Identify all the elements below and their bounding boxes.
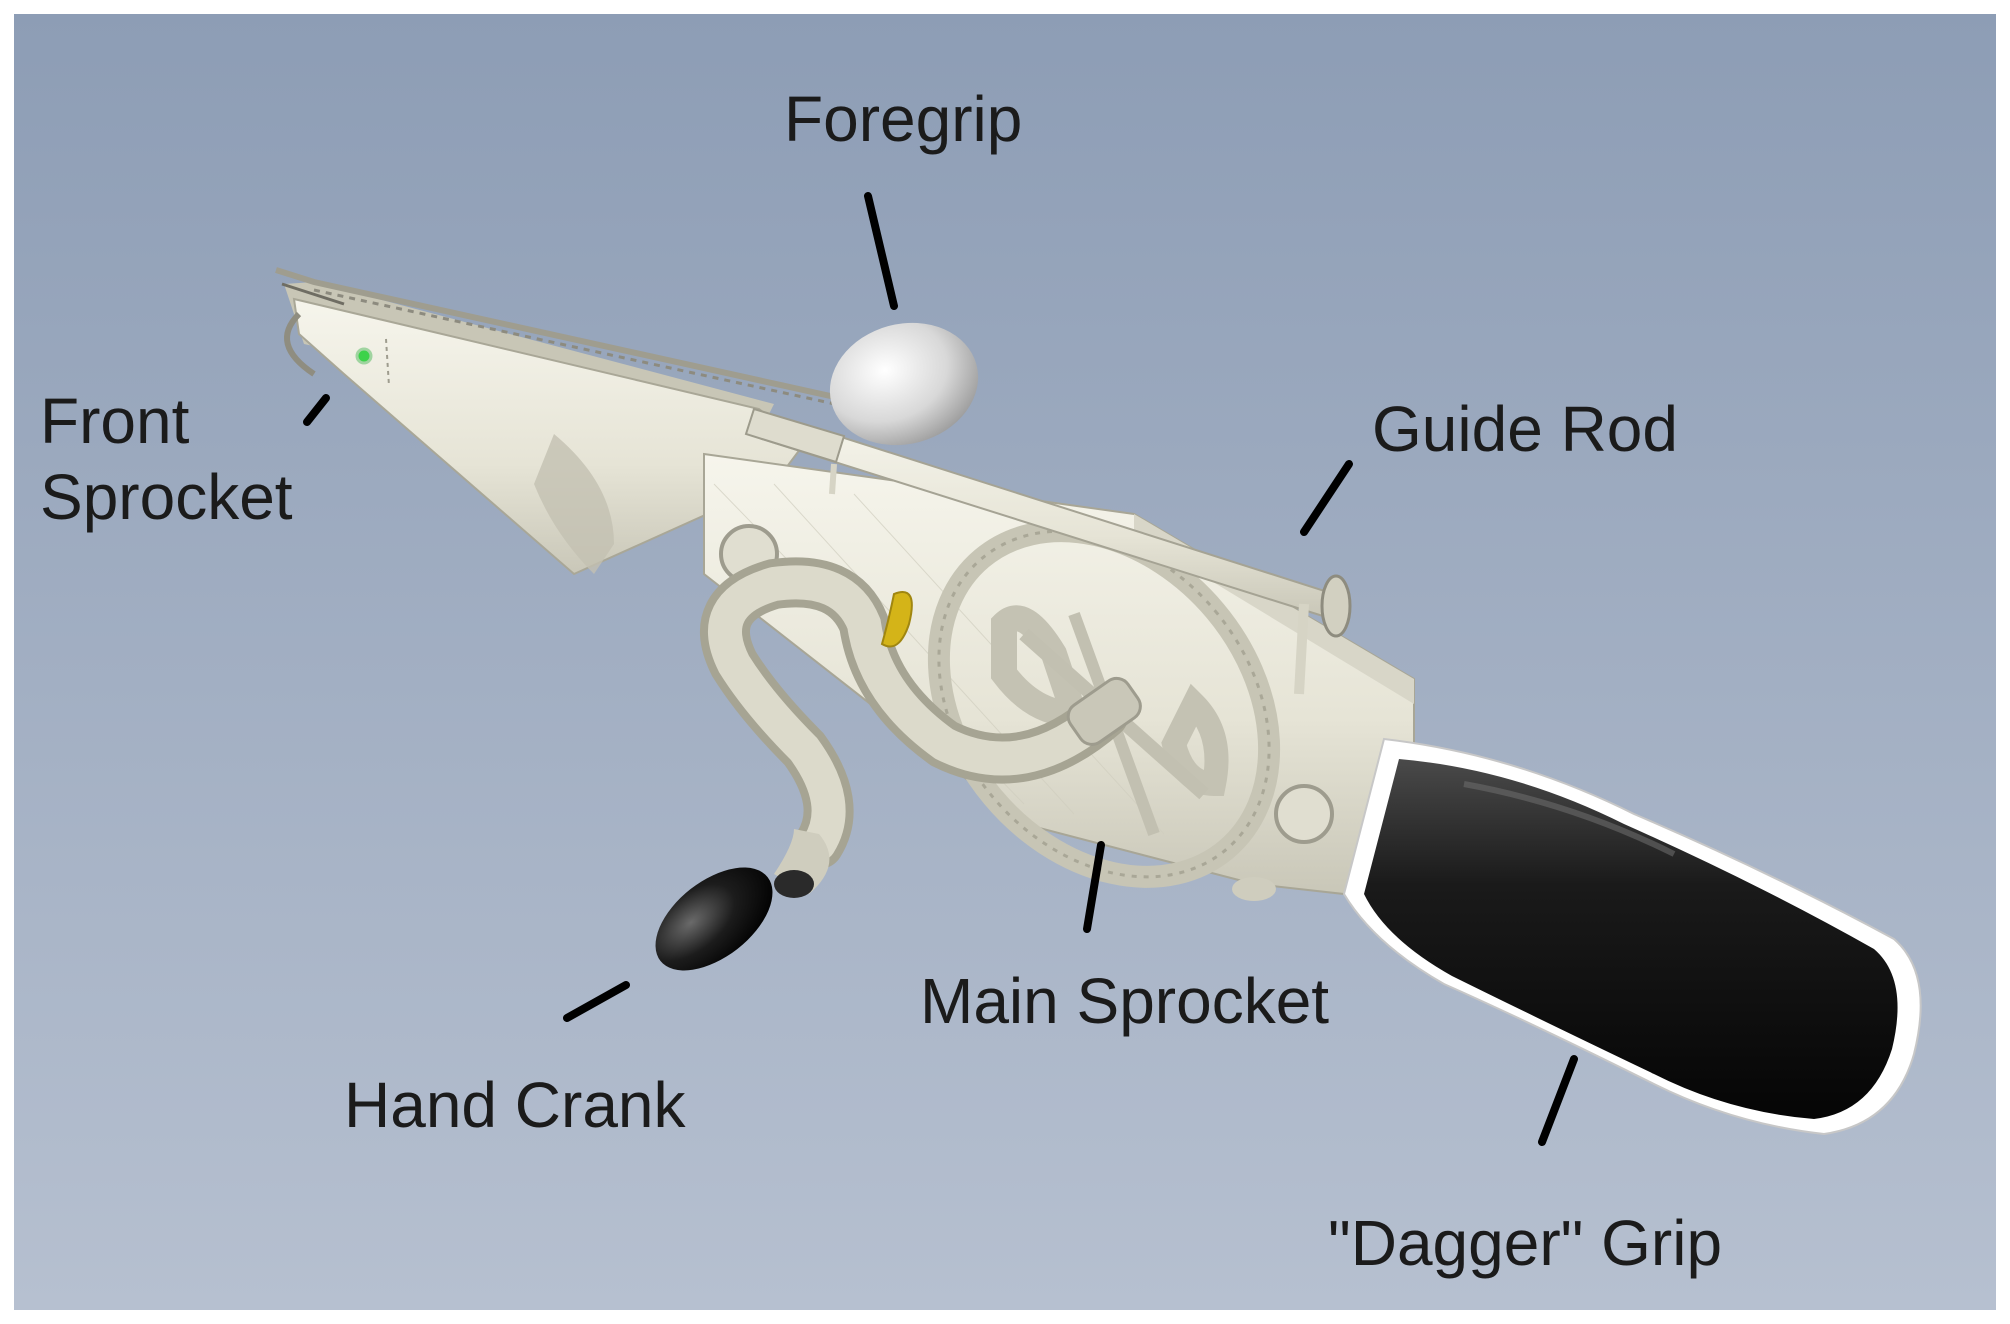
leader-line-guide-rod [1300, 460, 1353, 536]
label-dagger-grip-text: "Dagger" Grip [1328, 1207, 1723, 1279]
leader-lines [303, 192, 1578, 1146]
front-sprocket-indicator [355, 347, 373, 365]
label-front-sprocket-line1: Front [40, 385, 190, 457]
label-main-sprocket-text: Main Sprocket [920, 965, 1330, 1037]
diagram-frame: Foregrip Front Sprocket Guide Rod Hand C… [14, 14, 1996, 1310]
label-front-sprocket-line2: Sprocket [40, 460, 293, 533]
device-illustration [14, 14, 1996, 1310]
dagger-grip [1342, 737, 1922, 1136]
label-foregrip-text: Foregrip [784, 83, 1023, 155]
trigger [880, 591, 913, 648]
label-hand-crank-text: Hand Crank [344, 1069, 686, 1141]
leader-line-front-sprocket [303, 394, 330, 426]
label-main-sprocket: Main Sprocket [920, 964, 1329, 1040]
label-guide-rod: Guide Rod [1372, 392, 1678, 468]
guide-rod [744, 407, 1352, 695]
label-dagger-grip: "Dagger" Grip [1328, 1206, 1722, 1282]
leader-line-dagger-grip [1538, 1055, 1578, 1146]
label-foregrip: Foregrip [784, 82, 1022, 158]
hand-crank [655, 557, 1142, 971]
leader-line-hand-crank [563, 981, 630, 1022]
label-front-sprocket: Front Sprocket [40, 384, 293, 535]
leader-line-main-sprocket [1083, 841, 1105, 933]
foregrip-knob [829, 322, 979, 446]
label-guide-rod-text: Guide Rod [1372, 393, 1678, 465]
leader-line-foregrip [864, 192, 898, 310]
label-hand-crank: Hand Crank [344, 1068, 686, 1144]
